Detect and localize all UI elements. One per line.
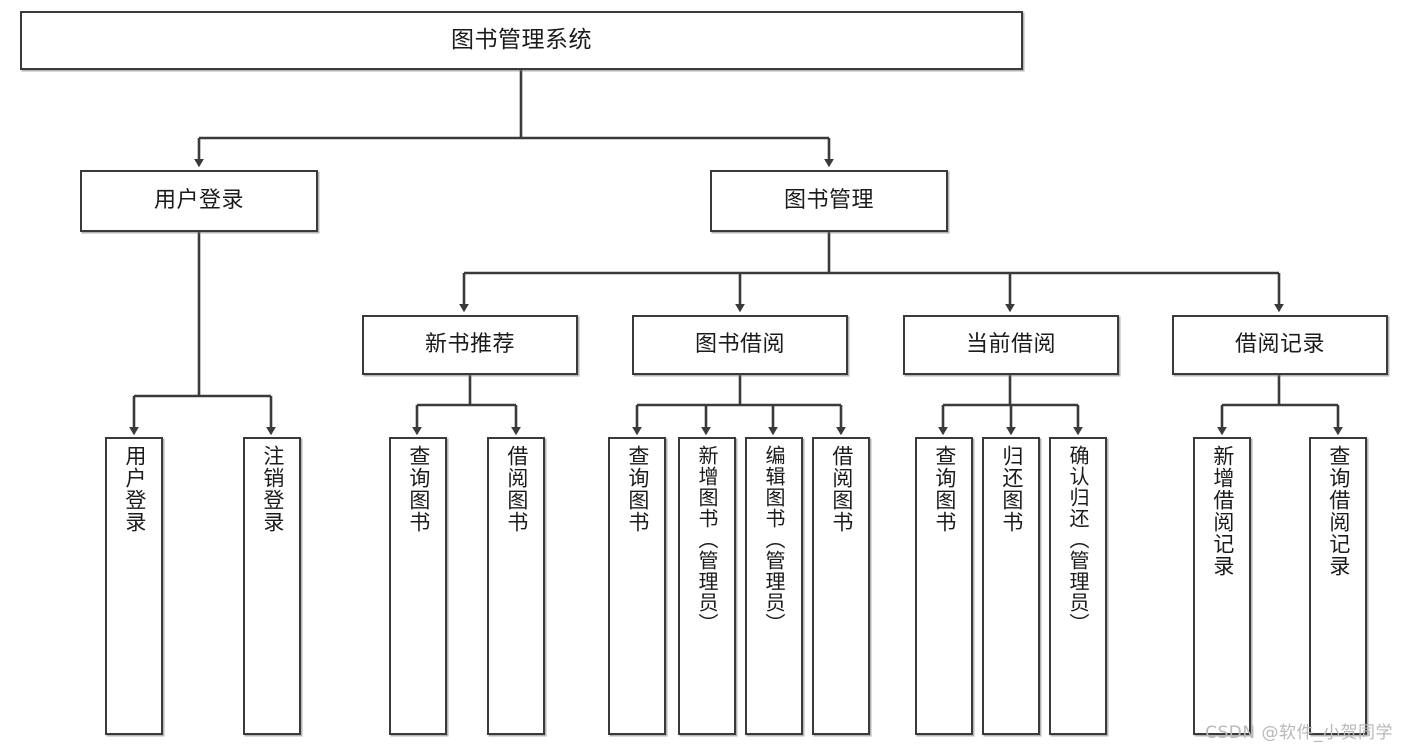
leaf-confirm-return-admin[interactable]: 确认归还（管理员） xyxy=(1049,437,1107,735)
leaf-query-borrow-record[interactable]: 查询借阅记录 xyxy=(1309,437,1367,735)
leaf-logout[interactable]: 注销登录 xyxy=(243,437,301,735)
node-label: 查询图书 xyxy=(932,445,957,533)
node-label: 用户登录 xyxy=(122,445,147,533)
leaf-user-login[interactable]: 用户登录 xyxy=(105,437,163,735)
leaf-add-borrow-record[interactable]: 新增借阅记录 xyxy=(1193,437,1251,735)
leaf-query-book-recommend[interactable]: 查询图书 xyxy=(389,437,447,735)
node-book-borrow[interactable]: 图书借阅 xyxy=(632,315,848,375)
node-label: 借阅图书 xyxy=(829,445,854,533)
node-current-borrow[interactable]: 当前借阅 xyxy=(903,315,1119,375)
leaf-edit-book-admin[interactable]: 编辑图书（管理员） xyxy=(745,437,803,735)
node-user-login[interactable]: 用户登录 xyxy=(80,170,318,232)
node-new-book-recommend[interactable]: 新书推荐 xyxy=(362,315,578,375)
leaf-borrow-book[interactable]: 借阅图书 xyxy=(812,437,870,735)
node-label: 用户登录 xyxy=(153,188,244,214)
node-label: 新增借阅记录 xyxy=(1210,445,1235,577)
node-label: 查询图书 xyxy=(406,445,431,533)
csdn-watermark: CSDN @软件_小贺同学 xyxy=(1205,723,1393,743)
leaf-return-book[interactable]: 归还图书 xyxy=(982,437,1040,735)
node-book-management[interactable]: 图书管理 xyxy=(710,170,948,232)
node-label: 新书推荐 xyxy=(424,332,515,358)
node-label: 图书管理系统 xyxy=(451,27,592,54)
node-label: 图书管理 xyxy=(783,188,874,214)
leaf-borrow-book-recommend[interactable]: 借阅图书 xyxy=(487,437,545,735)
node-label: 查询图书 xyxy=(625,445,650,533)
node-label: 借阅记录 xyxy=(1234,332,1325,358)
leaf-query-book-current[interactable]: 查询图书 xyxy=(915,437,973,735)
node-label: 查询借阅记录 xyxy=(1326,445,1351,577)
node-root-system[interactable]: 图书管理系统 xyxy=(20,11,1023,70)
node-label: 当前借阅 xyxy=(965,332,1056,358)
node-label: 确认归还（管理员） xyxy=(1066,445,1090,634)
node-label: 图书借阅 xyxy=(694,332,785,358)
node-label: 新增图书（管理员） xyxy=(695,445,719,634)
node-label: 借阅图书 xyxy=(504,445,529,533)
node-borrow-record[interactable]: 借阅记录 xyxy=(1172,315,1388,375)
node-label: 编辑图书（管理员） xyxy=(762,445,786,634)
leaf-query-book-borrow[interactable]: 查询图书 xyxy=(608,437,666,735)
node-label: 注销登录 xyxy=(260,445,285,533)
node-label: 归还图书 xyxy=(999,445,1024,533)
leaf-add-book-admin[interactable]: 新增图书（管理员） xyxy=(678,437,736,735)
